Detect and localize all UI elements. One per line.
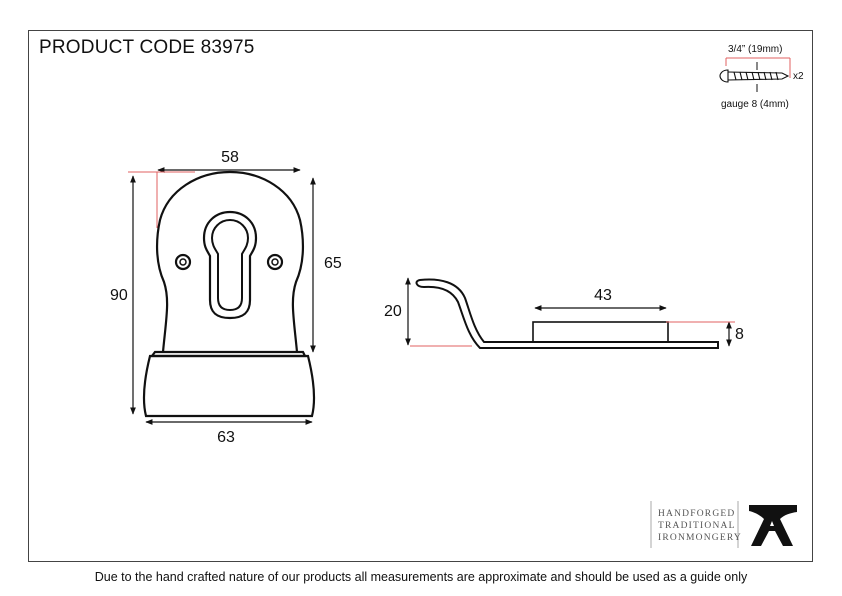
dim-side-length: 43 [594, 287, 612, 304]
front-view [142, 170, 316, 418]
brand-line-3: IRONMONGERY [658, 533, 742, 543]
screw-hole-right-inner [271, 258, 279, 266]
disclaimer-text: Due to the hand crafted nature of our pr… [94, 570, 748, 584]
screw-hole-right [266, 253, 284, 271]
dim-overall-height: 90 [110, 287, 128, 304]
side-profile [415, 278, 719, 349]
screw-hole-left [174, 253, 192, 271]
side-view [415, 278, 719, 349]
screw-spec: 3/4” (19mm) x2 gauge 8 (4mm) [719, 44, 804, 110]
dim-plate-height: 65 [324, 255, 342, 272]
screw-hole-left-inner [179, 258, 187, 266]
dim-top-width: 58 [221, 149, 239, 166]
dim-side-thickness: 8 [735, 326, 744, 343]
dim-side-height: 20 [384, 303, 402, 320]
side-dimensions [405, 277, 732, 347]
screw-quantity: x2 [793, 71, 804, 82]
product-code: PRODUCT CODE 83975 [39, 37, 255, 58]
screw-length-label: 3/4” (19mm) [728, 44, 782, 55]
anvil-icon [749, 505, 797, 546]
brand-line-1: HANDFORGED [658, 509, 735, 519]
euro-keyhole-inner [210, 218, 250, 312]
screw-icon [719, 69, 790, 83]
euro-keyhole [202, 210, 258, 320]
screw-gauge-label: gauge 8 (4mm) [721, 99, 789, 110]
side-boss [532, 321, 669, 343]
drawing-frame [28, 30, 813, 562]
extension-lines [128, 171, 472, 347]
brand-logo: HANDFORGED TRADITIONAL IRONMONGERY [650, 501, 797, 548]
dim-bottom-width: 63 [217, 429, 235, 446]
brand-line-2: TRADITIONAL [658, 521, 736, 531]
cylinder-cup [142, 354, 316, 418]
front-dimensions [130, 167, 316, 425]
